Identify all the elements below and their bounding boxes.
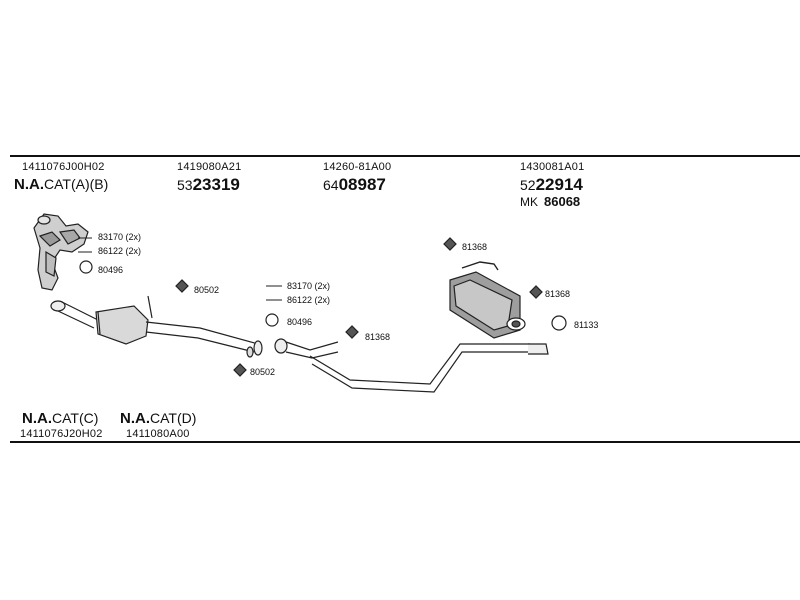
variant-label-cat-c: N.A.CAT(C) <box>22 410 99 427</box>
callout-83170-mid: 83170 (2x) <box>287 281 331 291</box>
variant-suffix: CAT(C) <box>52 410 99 426</box>
variant-label-top: N.A.CAT(A)(B) <box>14 176 109 193</box>
rubber-mount-icon <box>175 237 543 377</box>
catalytic-converter-manifold <box>33 213 89 291</box>
variant-prefix: N.A. <box>120 410 150 427</box>
reference-code-rear-muffler: 5222914 <box>520 175 583 194</box>
rear-muffler <box>449 261 526 339</box>
bottom-divider-line <box>10 441 800 443</box>
reference-number: 08987 <box>338 175 386 194</box>
callout-83170-left: 83170 (2x) <box>98 232 142 242</box>
callout-80502-top: 80502 <box>194 285 220 295</box>
reference-code-mounting-kit: MK 86068 <box>520 194 580 210</box>
variant-part-number-cat-d: 1411080A00 <box>126 428 190 440</box>
callout-81133: 81133 <box>574 320 599 330</box>
callout-80496-mid: 80496 <box>287 317 313 327</box>
callout-86122-mid: 86122 (2x) <box>287 295 331 305</box>
variant-prefix: N.A. <box>14 176 44 193</box>
callout-80496-left: 80496 <box>98 265 124 275</box>
part-number-rear-muffler: 1430081A01 <box>520 161 585 173</box>
reference-code-front-pipe: 5323319 <box>177 175 240 194</box>
part-number-catalytic-converter: 1411076J00H02 <box>22 161 105 173</box>
part-number-center-pipe: 14260-81A00 <box>323 161 392 173</box>
variant-suffix: CAT(A)(B) <box>44 176 109 192</box>
variant-suffix: CAT(D) <box>150 410 197 426</box>
top-divider-line <box>10 155 800 157</box>
variant-prefix: N.A. <box>22 410 52 427</box>
reference-number: 22914 <box>535 175 583 194</box>
reference-prefix: 52 <box>520 177 536 193</box>
reference-prefix: 53 <box>177 177 193 193</box>
reference-prefix: MK <box>520 195 538 209</box>
reference-number: 23319 <box>192 175 240 194</box>
center-pipe-section <box>274 338 549 393</box>
variant-part-number-cat-c: 1411076J20H02 <box>20 428 103 440</box>
callout-86122-left: 86122 (2x) <box>98 246 142 256</box>
bolt-icon <box>78 237 282 301</box>
callout-81368-top: 81368 <box>462 242 488 252</box>
reference-code-center-pipe: 6408987 <box>323 175 386 194</box>
callout-80502-bottom: 80502 <box>250 367 276 377</box>
sealing-ring-icon <box>79 260 567 331</box>
variant-label-cat-d: N.A.CAT(D) <box>120 410 197 427</box>
callout-81368-right: 81368 <box>545 289 571 299</box>
front-pipe-section <box>50 295 263 358</box>
reference-number: 86068 <box>544 194 581 209</box>
part-number-front-pipe: 1419080A21 <box>177 161 242 173</box>
reference-prefix: 64 <box>323 177 339 193</box>
callout-81368-mid: 81368 <box>365 332 391 342</box>
